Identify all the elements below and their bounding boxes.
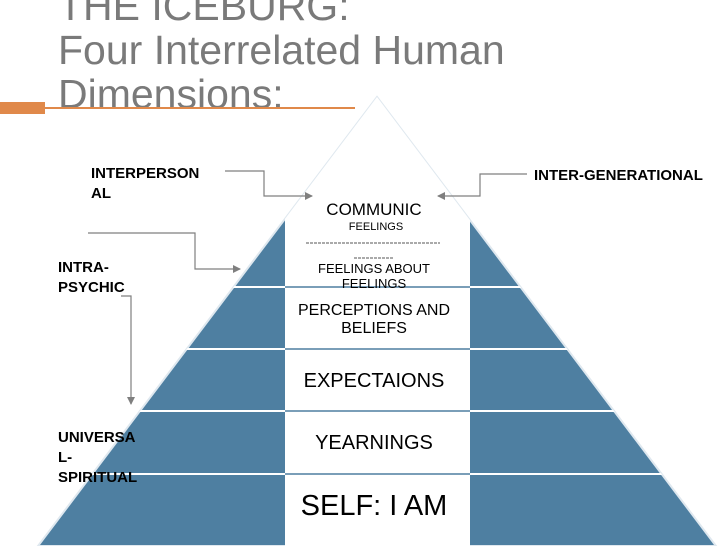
label-universal-3: SPIRITUAL <box>58 469 137 486</box>
tier-expectations: EXPECTAIONS <box>304 370 445 392</box>
accent-line <box>45 107 355 109</box>
intra-psychic-arrow <box>88 232 241 273</box>
label-interpersonal-2: AL <box>91 185 111 202</box>
tier-feelings: FEELINGS <box>349 221 403 233</box>
tier-perceptions-2: BELIEFS <box>341 320 407 337</box>
tier-feelings-about-2: FEELINGS <box>342 276 407 291</box>
label-universal-1: UNIVERSA <box>58 429 136 446</box>
title-line-1: THE ICEBURG: <box>58 0 350 29</box>
universal-arrow <box>121 295 135 405</box>
label-universal-2: L- <box>58 449 72 466</box>
tier-self: SELF: I AM <box>301 490 448 522</box>
accent-bar <box>0 102 45 114</box>
tier-feelings-about-1: FEELINGS ABOUT <box>318 261 430 276</box>
tier-perceptions-1: PERCEPTIONS AND <box>298 302 450 319</box>
interpersonal-arrow <box>225 170 313 200</box>
title-line-2: Four Interrelated Human <box>58 27 505 73</box>
label-inter-generational: INTER-GENERATIONAL <box>534 167 703 184</box>
label-interpersonal-1: INTERPERSON <box>91 165 199 182</box>
label-intra-psychic-1: INTRA- <box>58 259 109 276</box>
tier-communic: COMMUNIC <box>326 200 421 219</box>
tier-yearnings: YEARNINGS <box>315 432 433 454</box>
label-intra-psychic-2: PSYCHIC <box>58 279 125 296</box>
inter-generational-arrow <box>437 173 527 200</box>
slide-title: THE ICEBURG: Four Interrelated Human Dim… <box>58 0 538 116</box>
